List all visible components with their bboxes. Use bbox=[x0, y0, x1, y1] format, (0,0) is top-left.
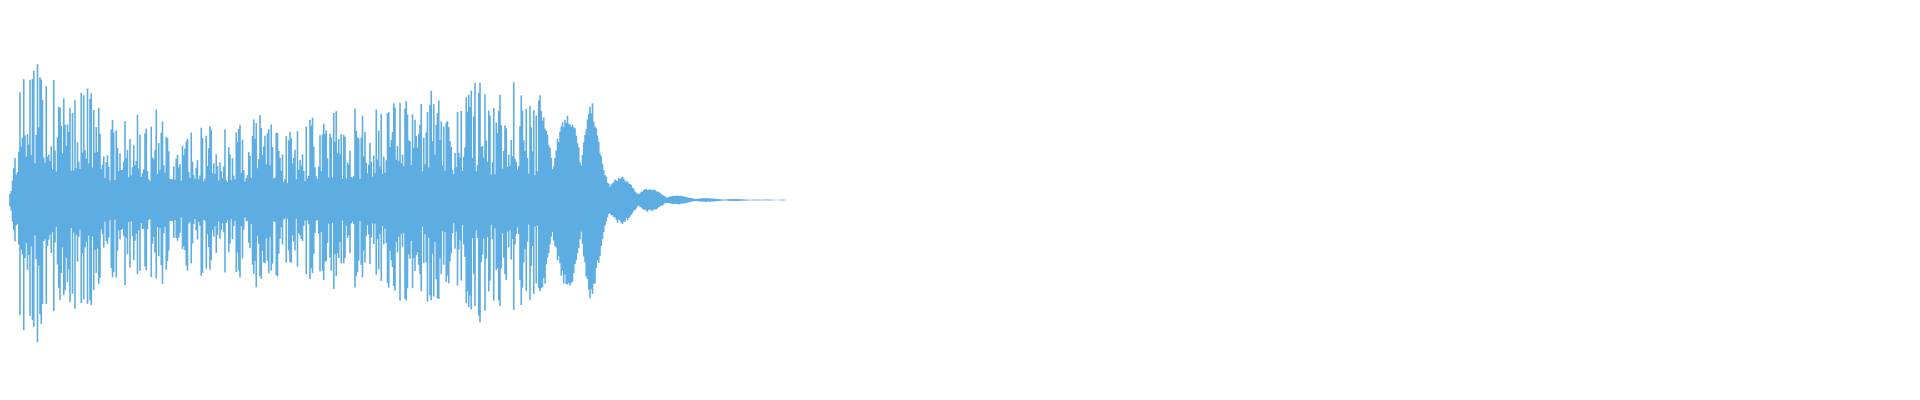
tail-lobe bbox=[551, 178, 561, 222]
tail-lobe bbox=[565, 182, 575, 218]
waveform-bars bbox=[9, 64, 788, 343]
tail-lobe bbox=[621, 193, 631, 207]
tail-lobe bbox=[607, 191, 617, 209]
waveform-path bbox=[9, 64, 788, 343]
tail-lobe bbox=[635, 195, 645, 205]
tail-lobe bbox=[579, 185, 589, 215]
tail-lobe bbox=[593, 188, 603, 212]
tail-lobe bbox=[535, 173, 545, 227]
